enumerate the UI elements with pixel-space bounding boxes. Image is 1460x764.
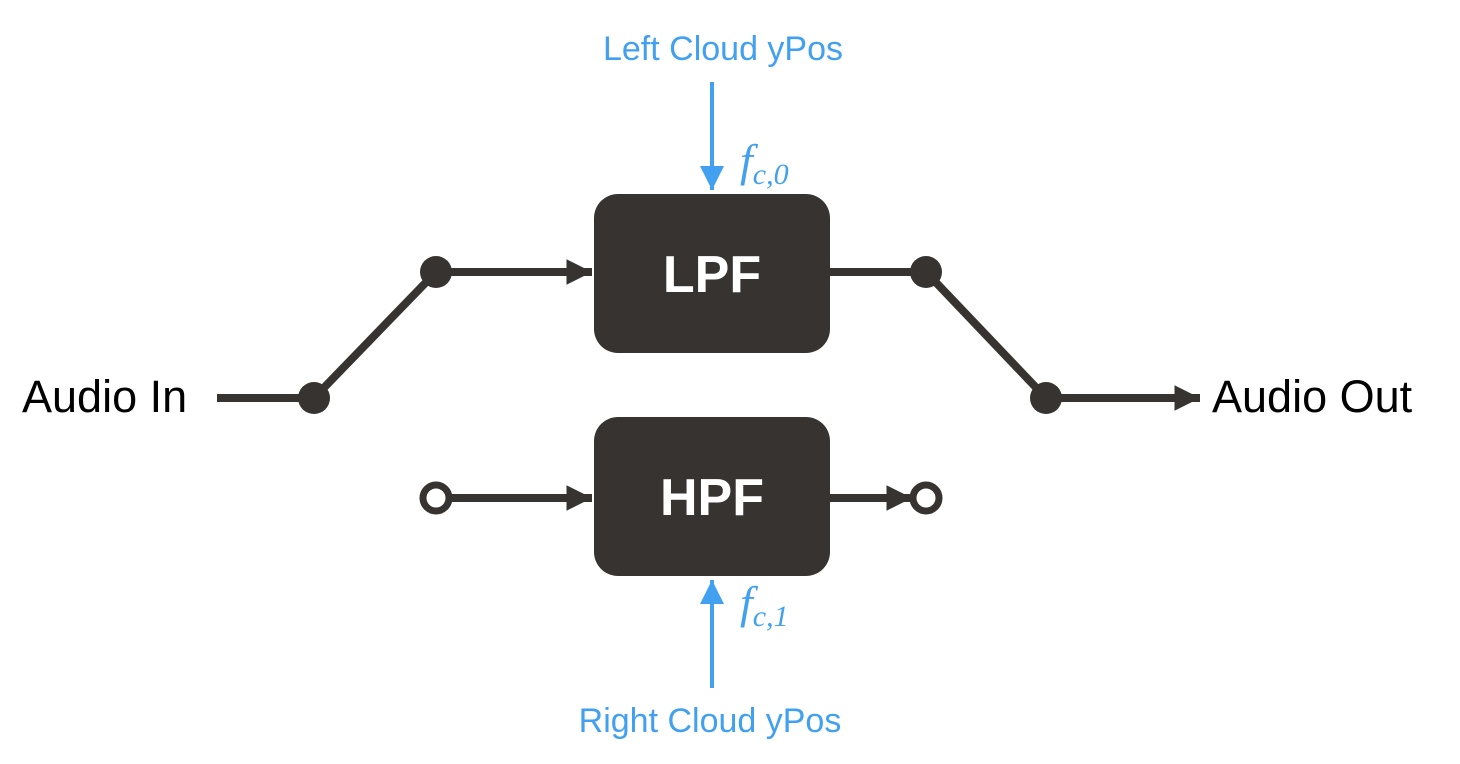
output-switch-hpf-contact[interactable] [909,481,943,515]
audio-out-label: Audio Out [1212,371,1413,422]
hpf-block[interactable]: HPF [594,417,830,576]
input-switch-pivot[interactable] [298,382,330,414]
lpf-label: LPF [663,246,761,304]
hpf-label: HPF [660,469,764,527]
input-switch-hpf-contact[interactable] [419,481,453,515]
output-switch-lever [923,269,1049,401]
lpf-block[interactable]: LPF [594,194,830,353]
left-cloud-ypos-label: Left Cloud yPos [603,30,843,68]
input-switch-lever [311,269,439,401]
right-cloud-ypos-label: Right Cloud yPos [579,702,842,740]
audio-in-label: Audio In [22,371,187,422]
lpf-cutoff-symbol: fc,0 [740,135,789,191]
output-switch-lpf-contact[interactable] [910,256,942,288]
hpf-cutoff-symbol: fc,1 [740,577,789,633]
